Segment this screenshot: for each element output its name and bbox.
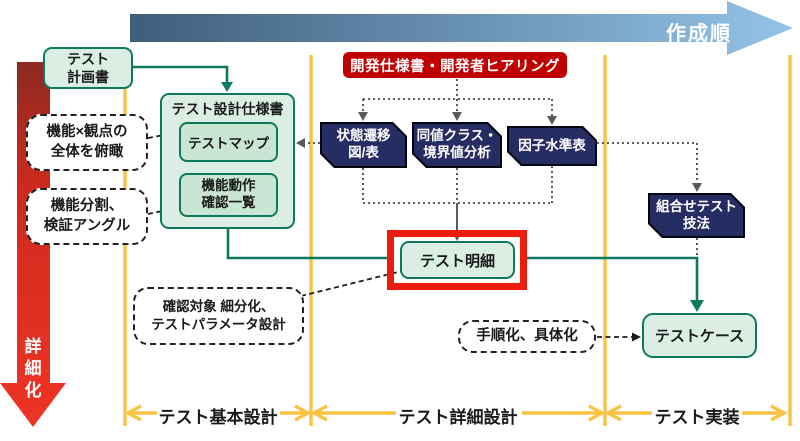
test-detail-highlight: テスト明細: [387, 230, 527, 290]
state-transition-box: 状態遷移 図/表: [320, 122, 407, 168]
test-design-spec-title: テスト設計仕様書: [171, 101, 284, 117]
flow-designspec-to-testdetail: [226, 228, 387, 260]
creation-order-arrow: [130, 1, 793, 55]
phase-implementation: テスト実装: [654, 408, 740, 427]
dotted-factor-to-combination: [597, 142, 702, 256]
combination-technique-box: 組合せテスト 技法: [648, 193, 745, 238]
callout-split: 機能分割、 検証アングル: [26, 188, 148, 245]
phase-basic-design: テスト基本設計: [158, 408, 278, 427]
refinement-label: 詳 細 化: [24, 337, 42, 400]
dotted-devspec-to-techniques: [358, 79, 557, 125]
flow-plan-to-designspec: [133, 65, 233, 92]
equivalence-boundary-box: 同値クラス・ 境界値分析: [412, 122, 502, 168]
phase-span-arrows: [124, 404, 788, 422]
func-check-list-box: 機能動作 確認一覧: [179, 173, 278, 217]
dotted-state-to-testmap: [296, 138, 320, 148]
test-map-box: テストマップ: [179, 122, 278, 162]
callout-refine: 確認対象 細分化、 テストパラメータ設計: [133, 287, 304, 345]
phase-detail-design: テスト詳細設計: [398, 408, 518, 427]
flow-testdetail-to-testcase: [527, 256, 704, 312]
test-case-box: テストケース: [642, 313, 757, 358]
factor-level-table-box: 因子水準表: [507, 126, 597, 166]
test-detail-box: テスト明細: [400, 241, 515, 279]
creation-order-label: 作成順: [666, 23, 732, 45]
test-plan-box: テスト 計画書: [43, 47, 133, 89]
callout-procedure: 手順化、具体化: [458, 320, 596, 353]
callout-overview: 機能×観点の 全体を俯瞰: [26, 114, 148, 171]
dev-spec-hearing-box: 開発仕様書・開発者ヒアリング: [343, 52, 567, 78]
test-design-spec-box: テスト設計仕様書 テストマップ 機能動作 確認一覧: [160, 93, 295, 229]
dashed-procedure-to-testcase: [597, 332, 641, 342]
